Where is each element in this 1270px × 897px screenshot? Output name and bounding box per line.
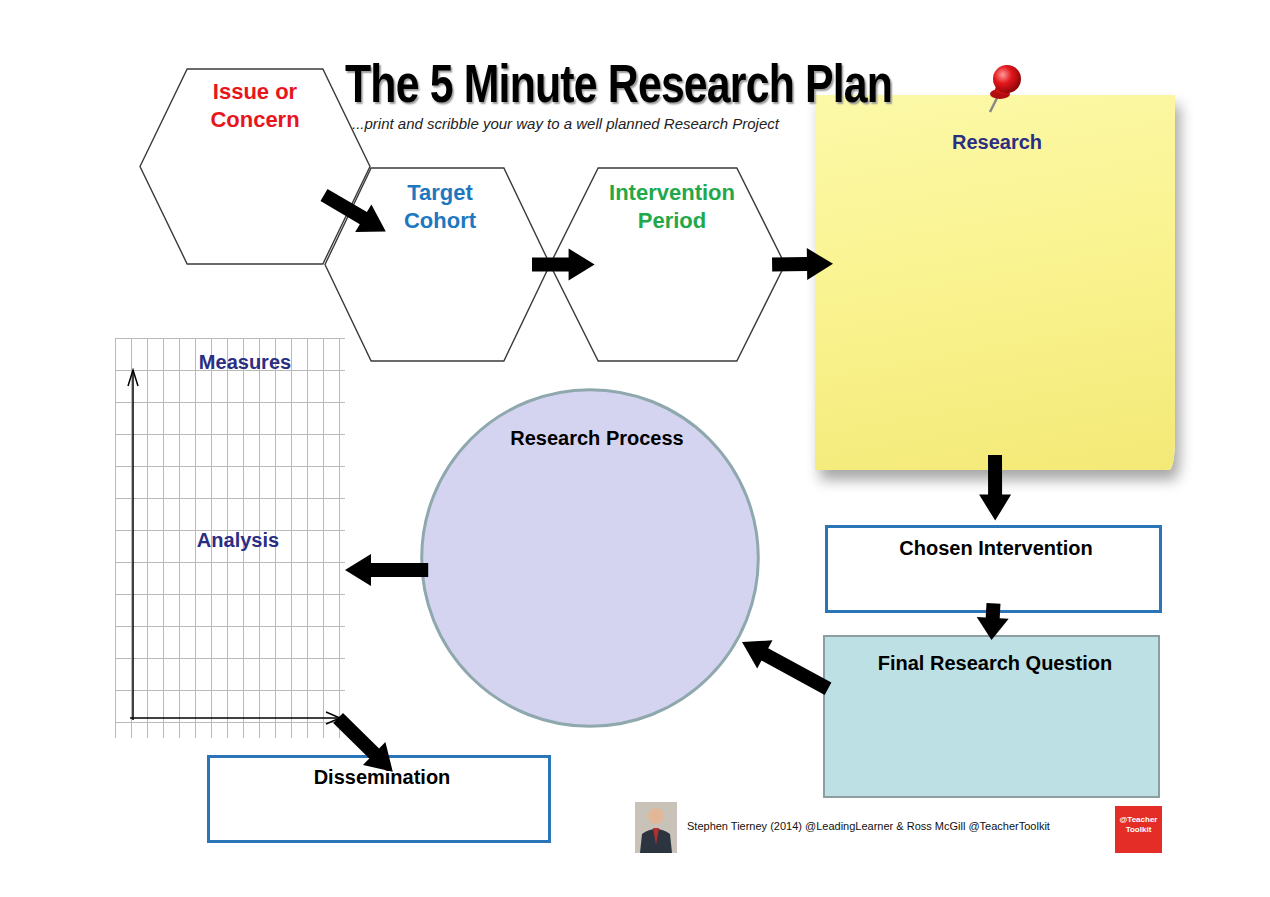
pin-body xyxy=(994,76,1012,95)
circle-shape xyxy=(422,390,759,727)
photo-suit xyxy=(640,829,672,853)
logo-box xyxy=(1115,806,1162,853)
hexagon-step: Target Cohort xyxy=(325,167,550,362)
block-arrow xyxy=(345,554,428,586)
node-heading: Intervention Period xyxy=(592,179,752,235)
process-box: Chosen Intervention xyxy=(825,525,1162,613)
author-photo xyxy=(635,802,677,853)
photo-head xyxy=(648,808,664,824)
hexagon-shape xyxy=(550,168,785,361)
question-box: Final Research Question xyxy=(823,635,1160,798)
node-text: Analysis xyxy=(158,526,318,554)
title: The 5 Minute Research Plan xyxy=(345,52,892,114)
photo-tie xyxy=(653,828,659,845)
process-box: Dissemination xyxy=(207,755,551,843)
node-heading: Chosen Intervention xyxy=(836,534,1156,562)
node-heading: Research Process xyxy=(452,424,742,452)
node-heading: Research xyxy=(887,128,1107,156)
sticky-note: Research xyxy=(815,95,1175,470)
arrow-shape xyxy=(345,554,428,586)
hexagon-shape xyxy=(325,168,550,361)
hexagon-step: Intervention Period xyxy=(550,167,785,362)
credit-note: Stephen Tierney (2014) @LeadingLearner &… xyxy=(687,820,1107,832)
node-heading: Dissemination xyxy=(222,763,542,791)
pin-head xyxy=(993,65,1021,93)
block-arrow xyxy=(742,640,831,695)
process-circle: Research Process xyxy=(420,388,760,728)
hexagon-step: Issue or Concern xyxy=(140,68,370,265)
node-heading: Target Cohort xyxy=(380,179,500,235)
logo-text: @Teacher Toolkit xyxy=(1115,815,1162,835)
arrow-shape xyxy=(742,640,831,695)
node-heading: Measures xyxy=(165,348,325,376)
node-heading: Final Research Question xyxy=(835,649,1155,677)
graph-panel: MeasuresAnalysis xyxy=(115,338,345,738)
caption: ...print and scribble your way to a well… xyxy=(352,115,779,132)
hexagon-shape xyxy=(140,69,370,264)
node-heading: Issue or Concern xyxy=(190,78,320,134)
